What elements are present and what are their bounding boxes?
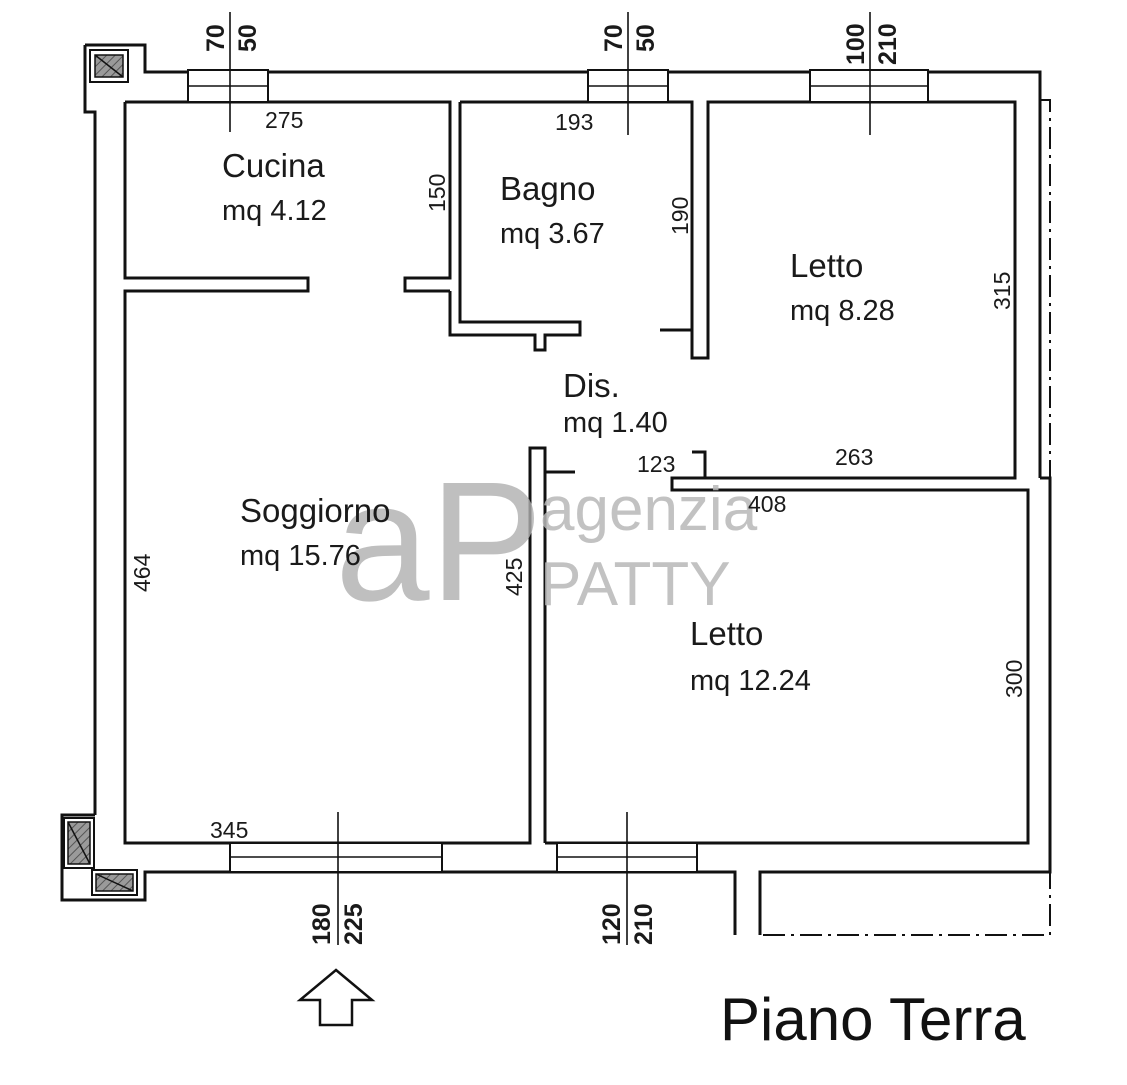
agency-watermark: aP agenzia PATTY — [335, 447, 758, 637]
floor-label: Piano Terra — [720, 986, 1026, 1053]
room-labels: Cucina mq 4.12 Bagno mq 3.67 Letto mq 8.… — [222, 147, 895, 697]
room-area-disimpegno: mq 1.40 — [563, 407, 668, 439]
window-width-label: 180 — [308, 903, 336, 945]
window-axes — [229, 12, 871, 945]
room-area-soggiorno: mq 15.76 — [240, 540, 361, 572]
window-height-label: 210 — [874, 23, 902, 65]
room-area-letto-2: mq 12.24 — [690, 665, 811, 697]
dimension-label: 464 — [129, 553, 155, 592]
dimension-label: 193 — [555, 109, 593, 135]
room-name-cucina: Cucina — [222, 147, 325, 184]
watermark-line1: agenzia — [540, 475, 758, 544]
room-name-bagno: Bagno — [500, 170, 595, 207]
watermark-logo: aP — [335, 447, 543, 637]
watermark-line2: PATTY — [540, 550, 731, 619]
terrace-boundary — [760, 99, 1051, 936]
exterior-walls — [60, 43, 1052, 935]
room-name-letto-2: Letto — [690, 615, 763, 652]
room-area-bagno: mq 3.67 — [500, 218, 605, 250]
hatched-column-icon — [89, 49, 129, 83]
dimension-label: 315 — [989, 272, 1015, 310]
dimension-label: 300 — [1001, 660, 1027, 698]
window-dimension-labels: 70 50 70 50 100 210 180 225 120 210 — [202, 23, 902, 945]
room-area-letto-1: mq 8.28 — [790, 295, 895, 327]
windows — [187, 69, 929, 873]
window-width-label: 70 — [600, 24, 628, 52]
dimension-label: 345 — [210, 817, 248, 843]
arrow-up-outline-icon — [296, 968, 376, 1027]
window-width-label: 120 — [598, 903, 626, 945]
dimension-label: 123 — [637, 451, 675, 477]
window-height-label: 210 — [630, 903, 658, 945]
dimension-label: 408 — [748, 491, 786, 517]
room-dimension-labels: 275 150 193 190 315 263 123 408 464 425 … — [129, 107, 1027, 843]
dimension-label: 263 — [835, 444, 873, 470]
hatched-column-icon — [63, 817, 138, 896]
room-name-letto-1: Letto — [790, 247, 863, 284]
dimension-label: 425 — [501, 558, 527, 596]
window-width-label: 70 — [202, 24, 230, 52]
dimension-label: 275 — [265, 107, 303, 133]
room-name-soggiorno: Soggiorno — [240, 492, 390, 529]
dimension-label: 150 — [424, 174, 450, 212]
window-width-label: 100 — [842, 23, 870, 65]
dimension-label: 190 — [667, 197, 693, 235]
window-height-label: 50 — [632, 24, 660, 52]
room-area-cucina: mq 4.12 — [222, 195, 327, 227]
window-height-label: 225 — [340, 903, 368, 945]
window-height-label: 50 — [234, 24, 262, 52]
room-name-disimpegno: Dis. — [563, 367, 620, 404]
